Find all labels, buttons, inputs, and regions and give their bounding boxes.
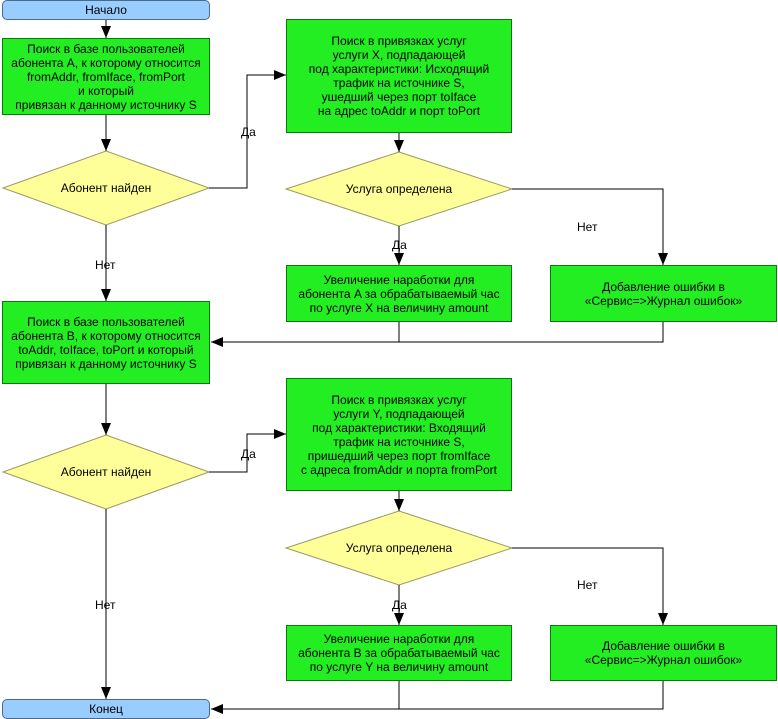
- edge-label-a-yes: Да: [241, 125, 256, 139]
- edge-label-a-no: Нет: [95, 258, 116, 272]
- decision-subscriber-b-label: Абонент найден: [60, 465, 152, 479]
- edge-label-y-yes: Да: [392, 598, 407, 612]
- edge-decision-b-yes: [209, 429, 286, 473]
- increase-subscriber-a-box: Увеличение наработки для абонента A за о…: [286, 265, 512, 322]
- search-subscriber-a-text: Поиск в базе пользователей абонента A, к…: [11, 41, 201, 112]
- end-label: Конец: [89, 702, 123, 716]
- increase-subscriber-a-text: Увеличение наработки для абонента A за о…: [298, 272, 500, 315]
- decision-service-x-label: Услуга определена: [345, 182, 453, 196]
- edge-decision-y-no: [512, 547, 668, 625]
- edge-decision-a-yes: [209, 70, 286, 189]
- search-subscriber-b-box: Поиск в базе пользователей абонента B, к…: [2, 301, 210, 384]
- edge-label-b-yes: Да: [241, 447, 256, 461]
- edge-error-1-to-search-b: [399, 322, 664, 343]
- error-log-box-2: Добавление ошибки в «Сервис=>Журнал ошиб…: [550, 625, 777, 681]
- decision-service-y-label: Услуга определена: [345, 541, 453, 555]
- search-subscriber-b-text: Поиск в базе пользователей абонента B, к…: [11, 314, 201, 371]
- edge-label-x-yes: Да: [392, 238, 407, 252]
- search-service-y-box: Поиск в привязках услуг услуги Y, подпад…: [286, 378, 512, 491]
- error-log-box-1: Добавление ошибки в «Сервис=>Журнал ошиб…: [550, 265, 777, 322]
- edge-increase-b-to-end: [211, 681, 400, 714]
- edge-decision-x-no: [512, 188, 668, 265]
- edge-label-y-no: Нет: [577, 578, 598, 592]
- search-service-y-text: Поиск в привязках услуг услуги Y, подпад…: [300, 392, 498, 477]
- edge-label-b-no: Нет: [95, 598, 116, 612]
- increase-subscriber-b-text: Увеличение наработки для абонента B за о…: [298, 632, 500, 674]
- increase-subscriber-b-box: Увеличение наработки для абонента B за о…: [286, 625, 512, 681]
- start-terminal: Начало: [2, 0, 210, 20]
- decision-subscriber-a-label: Абонент найден: [60, 181, 152, 195]
- search-subscriber-a-box: Поиск в базе пользователей абонента A, к…: [2, 38, 210, 115]
- start-label: Начало: [85, 3, 127, 17]
- error-log-text-2: Добавление ошибки в «Сервис=>Журнал ошиб…: [584, 639, 743, 667]
- edge-label-x-no: Нет: [577, 220, 598, 234]
- edge-increase-a-to-search-b: [211, 322, 400, 347]
- search-service-x-text: Поиск в привязках услуг услуги X, подпад…: [308, 34, 490, 118]
- search-service-x-box: Поиск в привязках услуг услуги X, подпад…: [286, 19, 512, 133]
- error-log-text-1: Добавление ошибки в «Сервис=>Журнал ошиб…: [584, 279, 743, 308]
- edge-error-2-to-end: [399, 681, 664, 710]
- end-terminal: Конец: [2, 699, 210, 719]
